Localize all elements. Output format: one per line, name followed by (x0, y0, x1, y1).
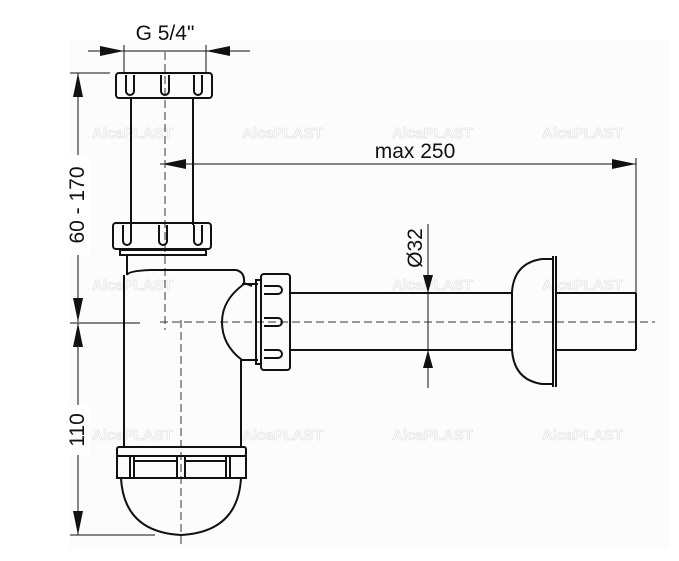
watermark: AlcaPLAST (92, 427, 173, 444)
arrow-right-icon (612, 159, 636, 169)
riser-pipe (130, 98, 194, 225)
pipe-diameter-dimension: Ø32 (404, 224, 433, 388)
arrow-right-icon (100, 46, 124, 56)
watermark: AlcaPLAST (542, 125, 623, 142)
height-adjust-dimension: 60 - 170 (62, 72, 110, 322)
watermark: AlcaPLAST (242, 125, 323, 142)
watermark: AlcaPLAST (392, 277, 473, 294)
arrow-up-icon (423, 350, 433, 368)
pipe-end (557, 292, 637, 351)
max-length-label: max 250 (375, 140, 456, 163)
drawing-background (70, 40, 670, 550)
watermarks: AlcaPLAST AlcaPLAST AlcaPLAST AlcaPLAST … (92, 125, 624, 445)
middle-nut (112, 222, 212, 256)
watermark: AlcaPLAST (542, 277, 623, 294)
arrow-up-icon (73, 73, 83, 97)
watermark: AlcaPLAST (92, 125, 173, 142)
thread-label: G 5/4" (136, 22, 195, 45)
watermark: AlcaPLAST (392, 427, 473, 444)
bottom-cup (120, 477, 242, 537)
drain-pipe (290, 292, 513, 351)
arrow-down-icon (73, 511, 83, 535)
lower-height-dimension: 110 (62, 322, 155, 536)
height-adjust-label: 60 - 170 (66, 166, 89, 243)
arrow-down-icon (423, 275, 433, 293)
arrow-left-icon (206, 46, 230, 56)
thread-dimension: G 5/4" (88, 22, 250, 72)
side-nut (255, 273, 291, 371)
watermark: AlcaPLAST (242, 427, 323, 444)
centerlines (160, 52, 655, 548)
watermark: AlcaPLAST (92, 277, 173, 294)
watermark: AlcaPLAST (542, 427, 623, 444)
arrow-down-icon (73, 298, 83, 322)
top-nut (115, 72, 213, 99)
arrow-left-icon (162, 159, 186, 169)
watermark: AlcaPLAST (392, 125, 473, 142)
pipe-diameter-label: Ø32 (404, 228, 427, 268)
bottom-nut (116, 446, 247, 479)
lower-height-label: 110 (66, 413, 89, 446)
wall-rosette (511, 256, 557, 387)
arrow-up-icon (73, 323, 83, 347)
